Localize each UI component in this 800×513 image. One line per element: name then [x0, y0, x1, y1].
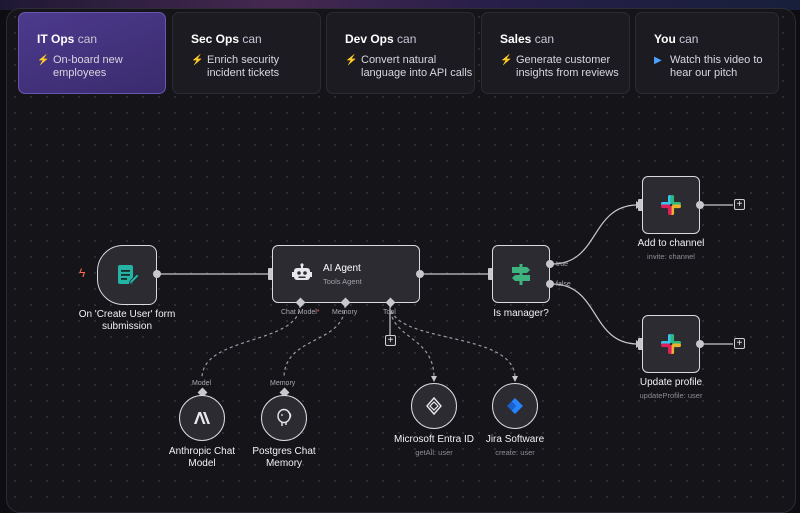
tab-desc-line2: language into API calls — [361, 67, 473, 79]
postgres-node[interactable] — [261, 395, 307, 441]
tab-title: Dev Ops — [345, 32, 394, 46]
add-channel-sublabel: invite: channel — [647, 252, 695, 261]
wire-false-update-profile — [551, 283, 639, 345]
bolt-icon: ⚡ — [37, 55, 50, 66]
bolt-icon: ⚡ — [191, 55, 204, 66]
update-profile-sublabel: updateProfile: user — [639, 391, 703, 400]
trigger-bolt-icon: ϟ — [79, 266, 86, 280]
switch-label: Is manager? — [493, 308, 549, 319]
false-label: false — [556, 281, 571, 288]
agent-title: AI Agent — [323, 262, 361, 274]
tab-desc-line2: insights from reviews — [516, 67, 619, 79]
wire-tool-entra — [389, 304, 435, 379]
tab-suffix: can — [242, 32, 262, 46]
tab-suffix: can — [77, 32, 98, 46]
anthropic-icon — [194, 412, 210, 424]
add-to-channel-node[interactable] — [642, 176, 700, 234]
tab-suffix: can — [534, 32, 555, 46]
entra-sublabel: getAll: user — [415, 448, 453, 457]
trigger-node[interactable] — [97, 245, 157, 305]
arrow-head — [431, 376, 437, 382]
tab-desc-line2: employees — [53, 67, 107, 79]
robot-icon — [292, 263, 312, 280]
wire-tool-jira — [389, 304, 516, 379]
jira-sublabel: create: user — [495, 448, 535, 457]
jira-label: Jira Software — [485, 434, 545, 445]
add-channel-input-port[interactable] — [638, 199, 644, 211]
entra-icon — [426, 396, 442, 416]
form-icon — [118, 265, 140, 285]
tab-desc-line2: incident tickets — [207, 67, 280, 79]
add-tool-button[interactable]: + — [385, 335, 396, 346]
switch-input-port[interactable] — [488, 268, 494, 280]
agent-subtitle: Tools Agent — [323, 276, 362, 286]
arrow-head — [512, 376, 518, 382]
tab-desc-line1: Enrich security — [207, 54, 280, 66]
tab-desc-line1: Generate customer — [516, 54, 611, 66]
signpost-icon — [512, 264, 530, 285]
wire-chat-model — [201, 304, 301, 379]
model-port-label: Model — [192, 380, 212, 387]
anthropic-node[interactable] — [179, 395, 225, 441]
true-output-port[interactable] — [546, 260, 554, 268]
wire-true-add-channel — [551, 204, 639, 265]
add-channel-output-port[interactable] — [696, 201, 704, 209]
update-profile-label: Update profile — [639, 377, 703, 388]
anthropic-label-line2: Model — [188, 458, 216, 469]
slack-icon — [661, 334, 681, 354]
agent-output-port[interactable] — [416, 270, 424, 278]
required-marker: * — [316, 309, 320, 316]
tool-port-label: Tool — [383, 309, 396, 316]
tab-desc-line1: On-board new — [53, 54, 123, 66]
postgres-label-line1: Postgres Chat — [252, 446, 316, 457]
tab-title: You — [654, 32, 676, 46]
top-glow — [0, 0, 800, 10]
trigger-output-port[interactable] — [153, 270, 161, 278]
update-profile-node[interactable] — [642, 315, 700, 373]
anthropic-label-line1: Anthropic Chat — [168, 446, 236, 457]
entra-label: Microsoft Entra ID — [393, 434, 475, 445]
ai-agent-node[interactable]: AI Agent Tools Agent — [272, 245, 420, 303]
jira-node[interactable] — [492, 383, 538, 429]
tab-suffix: can — [679, 32, 699, 46]
update-profile-input-port[interactable] — [638, 338, 644, 350]
false-output-port[interactable] — [546, 280, 554, 288]
tab-title: Sec Ops — [191, 32, 240, 46]
tab-desc-line1: Convert natural — [361, 54, 437, 66]
add-channel-label: Add to channel — [637, 238, 705, 249]
bolt-icon: ⚡ — [500, 55, 513, 66]
postgres-icon — [277, 408, 292, 426]
tab-title: IT Ops — [37, 32, 75, 46]
memory-port-label: Memory — [332, 309, 358, 316]
tab-title: Sales — [500, 32, 532, 46]
update-profile-output-port[interactable] — [696, 340, 704, 348]
postgres-label-line2: Memory — [265, 458, 303, 469]
tab-desc-line1: Watch this video to — [670, 54, 763, 66]
add-node-button[interactable]: + — [734, 199, 745, 210]
tab-suffix: can — [397, 32, 417, 46]
jira-icon — [507, 398, 523, 414]
chat-model-port-label: Chat Model — [281, 309, 317, 316]
agent-input-port[interactable] — [268, 268, 274, 280]
trigger-label-line2: submission — [101, 321, 153, 332]
trigger-label-line1: On 'Create User' form — [78, 309, 176, 320]
true-label: true — [556, 261, 569, 268]
switch-node[interactable] — [492, 245, 550, 303]
entra-node[interactable] — [411, 383, 457, 429]
slack-icon — [661, 195, 681, 215]
memory-sub-port-label: Memory — [270, 380, 296, 387]
tab-desc-line2: hear our pitch — [670, 67, 738, 79]
bolt-icon: ⚡ — [345, 55, 358, 66]
add-node-button[interactable]: + — [734, 338, 745, 349]
play-icon: ▶ — [654, 55, 662, 66]
wire-memory — [283, 304, 346, 379]
